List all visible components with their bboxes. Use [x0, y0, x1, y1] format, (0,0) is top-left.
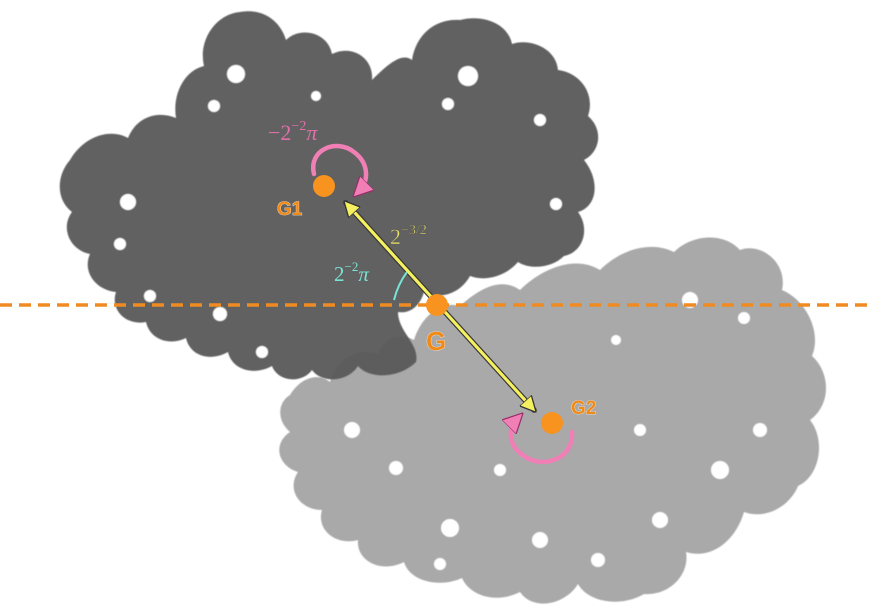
- rotation-label-pi: π: [306, 120, 318, 145]
- distance-label-exponent: −3/2: [401, 223, 427, 238]
- dragon-dark-details: [114, 65, 562, 358]
- svg-text:2−3/2: 2−3/2: [390, 223, 427, 249]
- angle-label-pi: π: [358, 262, 369, 286]
- svg-text:−2−2π: −2−2π: [268, 119, 318, 145]
- angle-arc: [393, 271, 408, 301]
- point-g2: [541, 412, 563, 434]
- rotation-label-exponent: −2: [291, 119, 306, 134]
- point-g: [426, 294, 448, 316]
- label-g2: G2: [571, 398, 596, 419]
- label-g: G: [426, 326, 446, 356]
- angle-label-exponent: −2: [345, 259, 359, 274]
- rotation-arrow-g1: [310, 143, 366, 190]
- angle-label: 2−2π: [334, 259, 369, 286]
- distance-label: 2−3/2: [390, 223, 427, 249]
- svg-text:2−2π: 2−2π: [334, 259, 369, 286]
- rotation-label-base: −2: [268, 120, 291, 145]
- distance-label-base: 2: [390, 224, 401, 249]
- label-g1: G1: [277, 199, 303, 220]
- point-g1: [313, 175, 335, 197]
- rotation-label: −2−2π: [268, 119, 318, 145]
- rotation-arrow-g2: [511, 420, 575, 465]
- angle-label-base: 2: [334, 262, 345, 286]
